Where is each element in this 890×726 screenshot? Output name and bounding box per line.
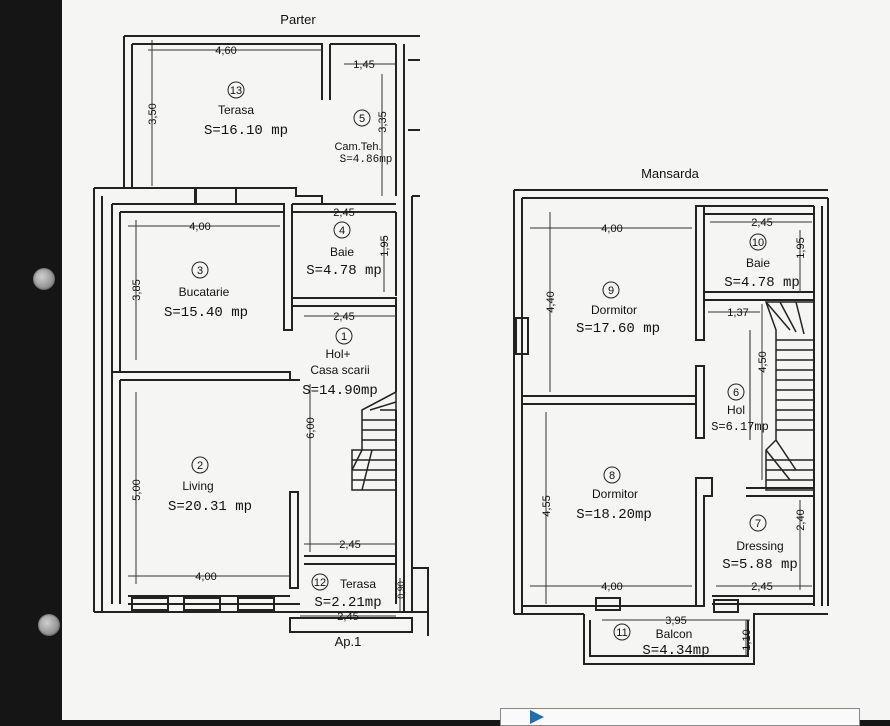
dim-label: 2,45 [751,217,772,229]
room-4-number: 4 [339,225,345,237]
dim-label: 1,95 [379,235,391,256]
play-arrow-icon [530,710,544,724]
dim-label: 4,50 [757,351,769,372]
room-9-name: Dormitor [591,303,637,317]
dim-label: 2,45 [333,311,354,323]
room-8-number: 8 [609,470,615,482]
room-2-name: Living [182,479,213,493]
room-6-area: S=6.17mp [711,420,769,434]
mansarda-title: Mansarda [641,166,700,181]
dim-label: 4,40 [545,291,557,312]
parter-staircase [351,390,397,491]
dim-label: 1,95 [795,237,807,258]
mansarda-staircase [749,301,815,491]
room-7-area: S=5.88 mp [722,557,798,573]
bottom-panel-edge [500,708,860,726]
room-7-name: Dressing [736,539,783,553]
dim-label: 4,00 [189,221,210,233]
room-13-number: 13 [230,85,242,97]
room-12-number: 12 [314,577,326,589]
parter-title: Parter [280,12,316,27]
dim-label: 3,85 [131,279,143,300]
dim-label: 1,10 [741,629,753,650]
room-10-area: S=4.78 mp [724,275,800,291]
room-12-name: Terasa [340,577,376,591]
dim-label: 1,45 [353,59,374,71]
room-4-area: S=4.78 mp [306,263,382,279]
plan-sheet: Parter Mansarda Ap.1 13 5 4 3 1 2 12 9 1… [62,0,890,726]
room-11-area: S=4.34mp [642,643,709,659]
dim-label: 2,40 [795,509,807,530]
room-9-area: S=17.60 mp [576,321,660,337]
room-3-number: 3 [197,265,203,277]
room-5-area: S=4.86mp [340,154,393,166]
dim-label: 4,00 [601,223,622,235]
dimension-lines [128,40,812,656]
dim-label: 2,45 [339,539,360,551]
room-6-number: 6 [733,387,739,399]
room-10-number: 10 [752,237,764,249]
room-2-number: 2 [197,460,203,472]
dim-label: 5,00 [131,479,143,500]
dim-label: 3,50 [147,103,159,124]
room-1-name-2: Casa scarii [310,363,369,377]
room-10-name: Baie [746,256,770,270]
room-7-number: 7 [755,518,761,530]
dim-label: 2,45 [337,611,358,623]
dim-label: 4,60 [215,45,236,57]
binder-hole [33,268,55,290]
room-4-name: Baie [330,245,354,259]
room-1-area: S=14.90mp [302,383,378,399]
room-8-area: S=18.20mp [576,507,652,523]
room-5-name: Cam.Teh. [334,141,381,153]
dim-label: 0,90 [396,581,406,599]
dim-label: 1,37 [727,307,748,319]
dim-label: 3,95 [665,615,686,627]
dim-label: 6,00 [305,417,317,438]
dim-label: 2,45 [333,207,354,219]
dim-label: 4,00 [195,571,216,583]
room-11-name: Balcon [656,627,693,641]
room-3-name: Bucatarie [179,285,230,299]
dim-label: 4,00 [601,581,622,593]
room-6-name: Hol [727,403,745,417]
room-8-name: Dormitor [592,487,638,501]
dim-label: 3,35 [377,111,389,132]
mansarda-walls [513,189,829,665]
dim-label: 2,45 [751,581,772,593]
room-13-area: S=16.10 mp [204,123,288,139]
apartment-label: Ap.1 [335,634,362,649]
room-1-name: Hol+ [325,347,350,361]
dim-label: 4,55 [541,495,553,516]
room-2-area: S=20.31 mp [168,499,252,515]
room-12-area: S=2.21mp [314,595,381,611]
room-number-circles [191,81,767,641]
room-11-number: 11 [616,627,627,639]
room-5-number: 5 [359,113,365,125]
room-13-name: Terasa [218,103,254,117]
room-1-number: 1 [341,331,347,343]
room-3-area: S=15.40 mp [164,305,248,321]
binder-hole [38,614,60,636]
room-9-number: 9 [608,285,614,297]
floor-plan-drawing: Parter Mansarda Ap.1 13 5 4 3 1 2 12 9 1… [93,12,829,665]
